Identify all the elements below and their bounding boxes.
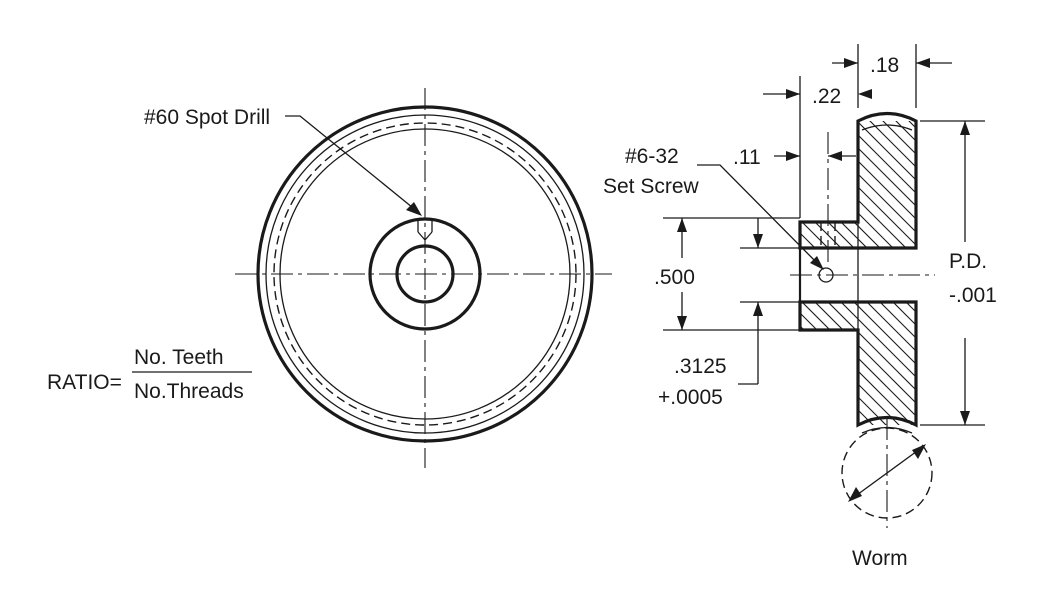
worm-diameter-line (848, 444, 926, 502)
gear-outer-circle (256, 105, 594, 443)
pd-tolerance: -.001 (949, 284, 997, 307)
spot-drill-mark (417, 218, 433, 241)
ratio-numerator: No. Teeth (134, 346, 224, 369)
front-view: #60 Spot Drill (144, 88, 612, 468)
dimension-03125: .3125 +.0005 (658, 218, 800, 409)
dim-018-label: .18 (870, 54, 899, 77)
hub-circle (368, 217, 482, 331)
set-screw-size-label: #6-32 (625, 145, 679, 168)
worm-label: Worm (852, 547, 908, 570)
ratio-label: RATIO= (47, 371, 122, 394)
section-outline-top (798, 111, 918, 250)
spot-drill-leader (285, 115, 422, 216)
throat-curve-top (861, 124, 913, 131)
set-screw-callout: #6-32 Set Screw (603, 145, 824, 270)
side-section-view (790, 111, 935, 528)
bore-circle (395, 244, 455, 304)
dimension-022: .22 (763, 76, 872, 218)
ratio-formula: RATIO= No. Teeth No.Threads (47, 346, 252, 403)
dimension-0500: .500 (654, 217, 800, 331)
dim-03125-label: .3125 (674, 355, 727, 378)
spot-drill-label: #60 Spot Drill (144, 106, 270, 129)
dimension-011: .11 (733, 146, 856, 169)
gear-inner-circle (279, 128, 571, 420)
ratio-denominator: No.Threads (134, 380, 244, 403)
section-outline-bottom (798, 300, 918, 428)
gear-root-circle (265, 114, 585, 434)
dimension-018: .18 (832, 44, 952, 108)
section-hatch-bottom (800, 302, 916, 425)
dim-022-label: .22 (812, 85, 841, 108)
dim-011-label: .11 (733, 146, 761, 169)
set-screw-label: Set Screw (603, 175, 700, 198)
dim-03125-tolerance: +.0005 (658, 386, 723, 409)
pitch-circle-hidden (273, 122, 577, 426)
dim-0500-label: .500 (654, 266, 695, 289)
dimension-pitch-diameter: P.D. -.001 (920, 120, 997, 426)
pd-label: P.D. (949, 250, 987, 273)
